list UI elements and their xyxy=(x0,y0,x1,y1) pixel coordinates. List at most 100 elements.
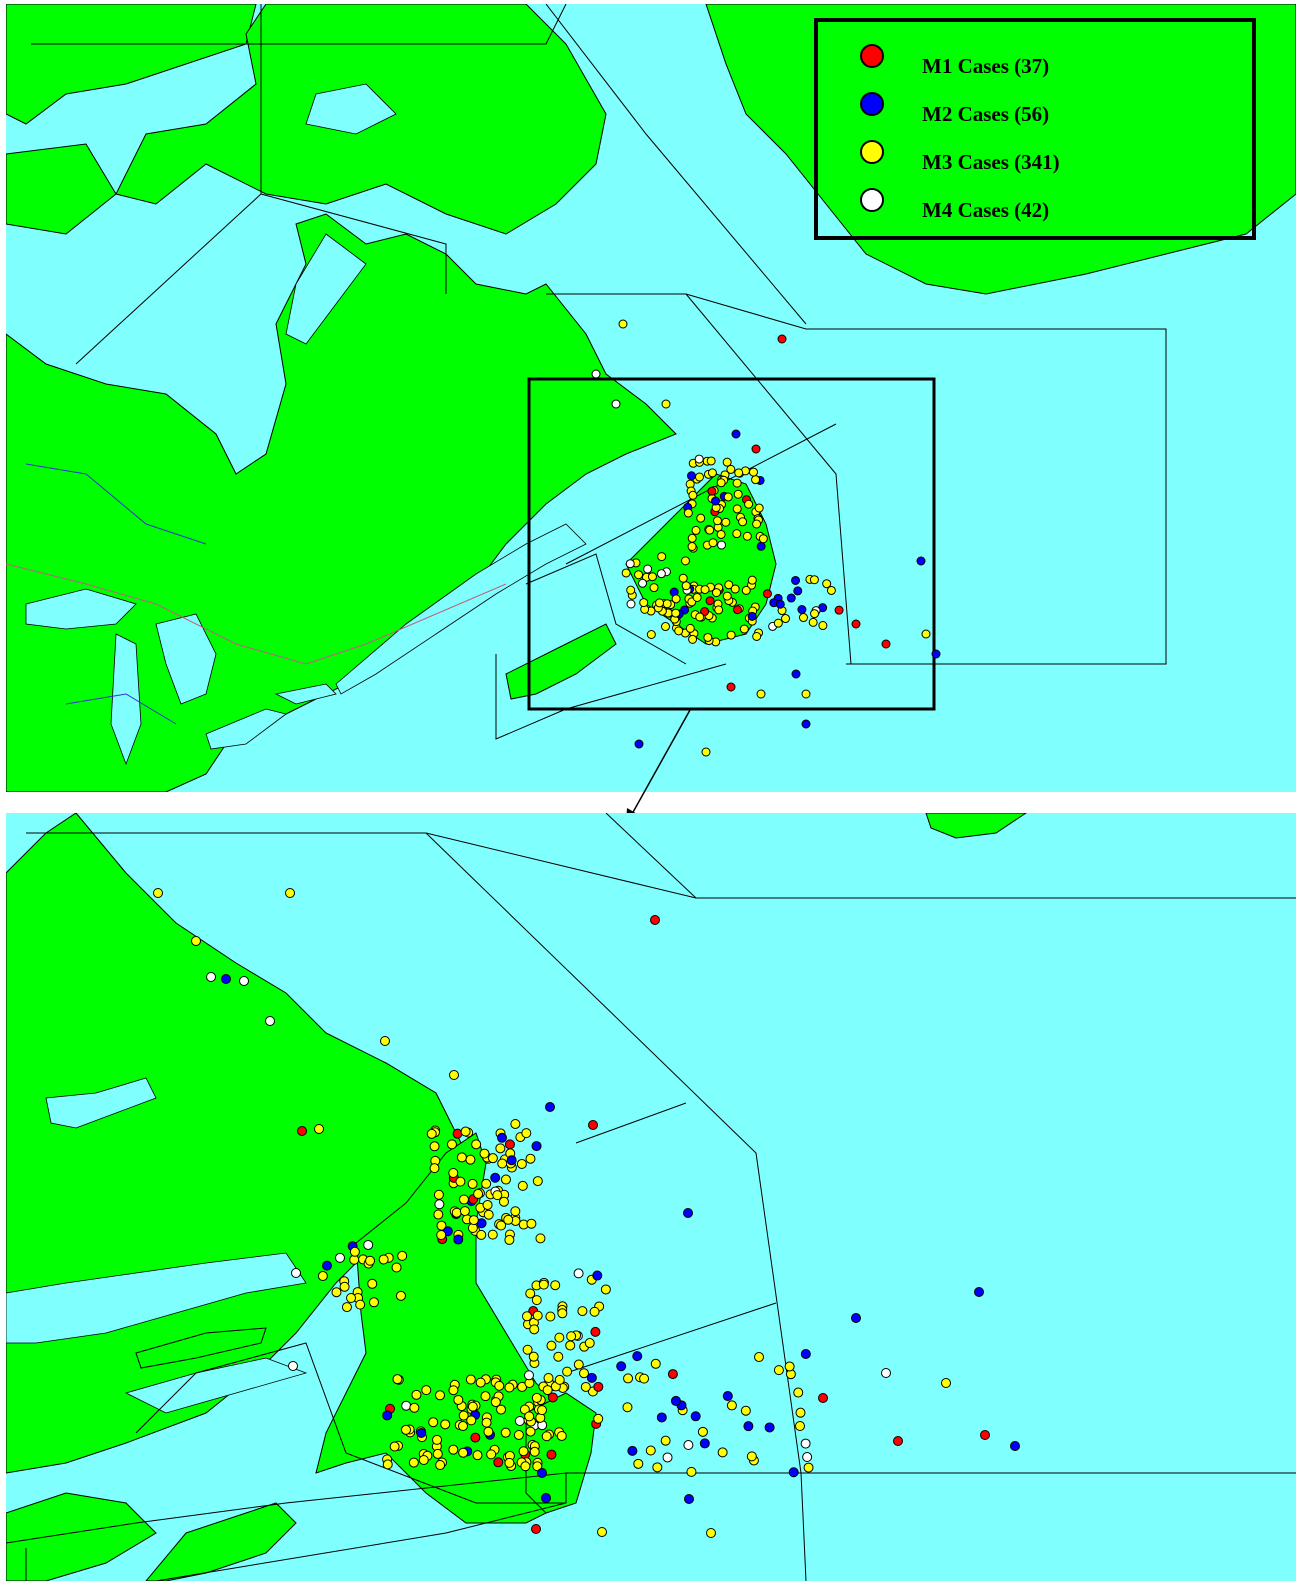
zoomed-m3-marker xyxy=(339,1281,350,1292)
zoomed-m4-marker xyxy=(206,972,216,982)
top-m3-marker xyxy=(678,573,688,583)
top-m3-marker xyxy=(649,583,659,593)
nova-scotia-mainland xyxy=(6,1492,157,1581)
zoomed-m3-marker xyxy=(538,1279,549,1290)
zoomed-m3-marker xyxy=(650,1358,661,1369)
zoomed-m3-marker xyxy=(498,1196,509,1207)
lake-erie xyxy=(205,708,287,750)
top-m4-marker xyxy=(591,369,601,379)
top-m3-marker xyxy=(700,585,710,595)
m4-marker-icon xyxy=(860,188,884,212)
zoomed-m3-marker xyxy=(487,1153,498,1164)
top-m2-marker xyxy=(791,669,801,679)
zoomed-m3-marker xyxy=(529,1324,540,1335)
top-m2-marker xyxy=(634,739,644,749)
greenland-tip xyxy=(925,813,1027,839)
zoomed-m4-marker xyxy=(683,1440,694,1451)
top-m1-marker xyxy=(726,682,736,692)
zoomed-m3-marker xyxy=(453,1394,464,1405)
zone-line-6 xyxy=(546,293,1167,665)
zoomed-m3-marker xyxy=(521,1311,532,1322)
top-m3-marker xyxy=(818,621,828,631)
top-m2-marker xyxy=(916,556,926,566)
zoomed-m3-marker xyxy=(471,1139,482,1150)
zoomed-m3-marker xyxy=(554,1374,565,1385)
zoomed-m3-marker xyxy=(740,1405,751,1416)
nova-scotia xyxy=(505,623,617,700)
zoomed-map-canvas xyxy=(6,813,1296,1581)
zoomed-m3-marker xyxy=(784,1361,795,1372)
z-line-8 xyxy=(135,1342,566,1504)
overview-map[interactable]: M1 Cases (37) M2 Cases (56) M3 Cases (34… xyxy=(6,4,1296,792)
zoomed-m3-marker xyxy=(510,1118,521,1129)
zoomed-m3-marker xyxy=(525,1153,536,1164)
river-2 xyxy=(65,693,177,725)
top-m3-marker xyxy=(748,467,758,477)
zoomed-m3-marker xyxy=(565,1340,576,1351)
zoomed-m2-marker xyxy=(490,1172,501,1183)
top-m3-marker xyxy=(687,542,697,552)
zoomed-m3-marker xyxy=(153,888,163,898)
top-m3-marker xyxy=(712,588,722,598)
top-m3-marker xyxy=(721,517,731,527)
zoomed-m3-marker xyxy=(472,1450,483,1461)
top-m1-marker xyxy=(705,596,715,606)
zoomed-m3-marker xyxy=(341,1302,352,1313)
top-m3-marker xyxy=(726,630,736,640)
zoomed-m3-marker xyxy=(285,888,295,898)
zoomed-case-markers xyxy=(153,888,1020,1538)
zoomed-m1-marker xyxy=(818,1393,828,1403)
m2-marker-icon xyxy=(860,92,884,116)
cape-breton xyxy=(145,1502,297,1581)
zoomed-m3-marker xyxy=(355,1299,366,1310)
zoomed-m1-marker xyxy=(980,1430,990,1440)
legend-label-m4: M4 Cases (42) xyxy=(922,198,1050,222)
top-m4-marker xyxy=(656,569,666,579)
zoomed-m1-marker xyxy=(593,1381,604,1392)
zoomed-m3-marker xyxy=(623,1373,634,1384)
top-m3-marker xyxy=(921,629,931,639)
top-m3-marker xyxy=(738,517,748,527)
top-m3-marker xyxy=(714,605,724,615)
zoomed-m2-marker xyxy=(537,1468,547,1478)
top-m3-marker xyxy=(626,585,636,595)
zoomed-m3-marker xyxy=(429,1163,440,1174)
zoomed-m2-marker xyxy=(616,1361,627,1372)
zoomed-m3-marker xyxy=(475,1377,486,1388)
zone-line-3 xyxy=(260,193,447,294)
zoomed-m3-marker xyxy=(418,1454,429,1465)
st-lawrence-estuary xyxy=(335,523,587,695)
zoomed-m3-marker xyxy=(434,1390,445,1401)
z-line-7 xyxy=(6,1472,567,1581)
top-m3-marker xyxy=(655,598,665,608)
inset-rectangle xyxy=(527,377,936,711)
top-m3-marker xyxy=(695,612,705,622)
top-m3-marker xyxy=(726,464,736,474)
z-line-2 xyxy=(605,813,697,899)
zoomed-m3-marker xyxy=(368,1297,379,1308)
z-line-3 xyxy=(425,832,807,1581)
top-m4-marker xyxy=(611,399,621,409)
top-m3-marker xyxy=(758,534,768,544)
zoomed-m3-marker xyxy=(465,1154,476,1165)
zoomed-m2-marker xyxy=(382,1410,393,1421)
top-m3-marker xyxy=(798,613,808,623)
inset-connector xyxy=(626,709,691,824)
zoomed-m3-marker xyxy=(391,1262,402,1273)
anticosti-island xyxy=(135,1327,267,1369)
zoomed-m3-marker xyxy=(483,1209,494,1220)
top-m3-marker xyxy=(744,499,754,509)
top-m3-marker xyxy=(747,575,757,585)
top-m2-marker xyxy=(711,496,721,506)
zoomed-m3-marker xyxy=(380,1036,390,1046)
top-m3-marker xyxy=(688,634,698,644)
zoomed-m3-marker xyxy=(440,1419,451,1430)
zoomed-m4-marker xyxy=(363,1239,374,1250)
zoomed-map[interactable] xyxy=(6,813,1296,1581)
zoomed-m3-marker xyxy=(941,1378,951,1388)
zoomed-m3-marker xyxy=(726,1400,737,1411)
top-m4-marker xyxy=(643,564,653,574)
top-m3-marker xyxy=(621,568,631,578)
zoomed-m2-marker xyxy=(496,1132,507,1143)
zoomed-m3-marker xyxy=(795,1407,806,1418)
